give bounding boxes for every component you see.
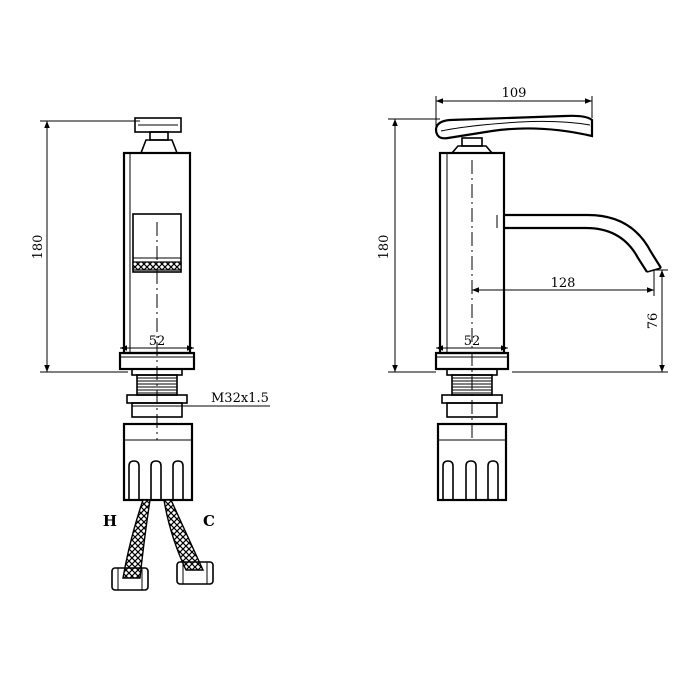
front-view: 180 52 xyxy=(31,117,270,591)
handle-length-dimension: 109 xyxy=(435,86,593,128)
thread-size-label: M32x1.5 xyxy=(211,391,269,406)
spout-reach-dimension: 128 xyxy=(472,270,655,296)
side-height-dimension: 180 xyxy=(377,118,440,373)
side-shank xyxy=(441,368,503,418)
side-view: 180 109 xyxy=(377,86,668,502)
spout-reach-label: 128 xyxy=(551,276,576,291)
side-base-width-label: 52 xyxy=(464,334,481,349)
front-height-label: 180 xyxy=(31,235,46,260)
side-body xyxy=(438,151,506,440)
spout-height-dimension: 76 xyxy=(512,269,668,373)
hot-hose xyxy=(111,499,151,591)
side-lever-handle xyxy=(434,114,594,154)
front-height-dimension: 180 xyxy=(31,120,140,373)
front-mount-nut xyxy=(122,422,194,502)
handle-length-label: 109 xyxy=(502,86,527,101)
front-handle xyxy=(134,117,182,154)
spout-height-label: 76 xyxy=(646,313,661,330)
cold-label: C xyxy=(203,512,215,530)
side-spout xyxy=(496,213,662,273)
hot-label: H xyxy=(103,512,117,530)
front-shank: M32x1.5 xyxy=(126,368,270,418)
front-base-width-label: 52 xyxy=(149,334,166,349)
cold-hose xyxy=(163,499,214,585)
side-mount-nut xyxy=(436,422,508,502)
side-height-label: 180 xyxy=(377,235,392,260)
